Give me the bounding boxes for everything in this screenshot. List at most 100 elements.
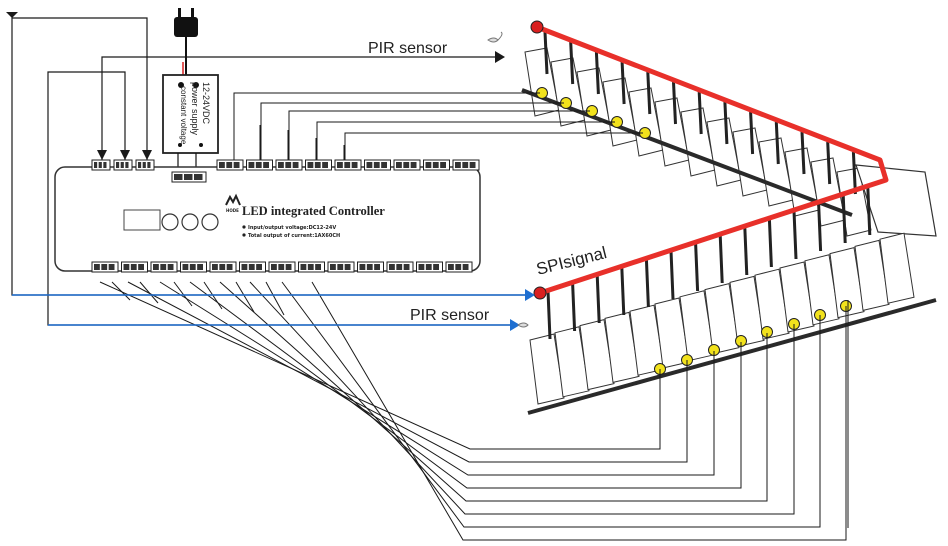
stair-step [804,254,840,326]
pir-arrow-bottom [510,319,520,331]
terminal-block [121,261,148,273]
baluster [800,131,806,175]
terminal-block [327,261,355,273]
rail-end-cap-top [530,20,544,34]
baluster [851,151,857,195]
spi-arrow [525,289,535,301]
baluster [669,250,675,300]
terminal-block [357,261,384,273]
stair-step [879,232,915,304]
terminal-block [298,261,325,273]
controller-body [54,166,481,272]
power-plug-icon [174,8,198,78]
baluster [595,274,601,324]
brand-logo-icon: HODE [225,193,241,213]
baluster [672,81,677,125]
power-supply-line-3: constant voltage [179,86,188,145]
terminal-block [386,261,414,273]
pir-sensor-label-top: PIR sensor [368,40,448,57]
pir-sensor-icon [487,31,503,43]
terminal-block [150,261,178,273]
upper-led-wire [233,92,540,160]
lower-stair-bottom-edge [527,298,937,415]
terminal-block [239,261,266,273]
lower-led-wire [249,281,795,515]
speed-button[interactable] [181,213,199,231]
baluster [817,202,823,252]
spec-current: Total output of current:1AX60CH [248,233,340,239]
terminal-arrow-1 [97,150,107,160]
controller-bottom-terminals [91,261,473,273]
upper-led-wire [344,132,643,160]
terminal-block [275,159,303,171]
power-supply-line-1: 12-24VDC [201,82,211,125]
lower-led-wire [189,281,742,489]
power-supply: 12-24VDC power supply constant voltage [162,74,219,154]
spec-voltage: Input/output voltage:DC12-24V [248,225,336,231]
baluster [774,121,780,165]
terminal-block [135,159,155,171]
lower-led-wire [173,281,193,307]
lower-led-wire [311,281,847,541]
svg-text:HODE: HODE [226,208,239,213]
mode-button[interactable] [161,213,179,231]
baluster [718,234,724,284]
lower-led-wire [127,281,688,463]
stair-step [704,282,740,355]
led-controller: HODE LED integrated Controller Input/out… [54,159,481,273]
terminal-block [393,159,421,171]
terminal-block [305,159,332,171]
baluster [571,282,577,332]
rail-end-cap-bottom [533,286,547,300]
power-supply-line-2: power supply [190,82,200,136]
terminal-block [91,261,119,273]
terminal-arrow-3 [142,150,152,160]
handrail-led-strip [536,24,889,296]
baluster [792,210,798,260]
baluster [743,226,749,276]
upper-led-wire [260,102,564,160]
lower-stair-steps [529,232,915,405]
pir-sensor-label-bottom: PIR sensor [410,307,490,324]
stair-step [604,311,640,384]
terminal-block [171,171,207,183]
baluster [826,141,832,185]
terminal-block [268,261,296,273]
pir-sensor-icon [517,322,529,328]
terminal-block [180,261,207,273]
baluster [594,51,600,95]
handrail-balusters [543,31,872,340]
bright-button[interactable] [201,213,219,231]
controller-display [123,209,161,231]
upper-led-wire [288,110,590,160]
lower-led-wire [219,281,768,502]
baluster [546,290,552,340]
step-led-lights [536,87,852,375]
terminal-block [452,159,480,171]
stair-step [854,239,890,312]
terminal-block [209,261,237,273]
baluster [646,71,652,115]
terminal-block [334,159,362,171]
lower-led-wire [99,281,661,450]
controller-title: LED integrated Controller [242,204,385,218]
terminal-block [113,159,133,171]
terminal-block [91,159,111,171]
step-wires [99,281,849,541]
stair-step [829,246,865,319]
lower-led-wire [281,281,821,528]
baluster [723,101,729,145]
terminal-block [416,261,443,273]
upper-led-wire [316,121,615,160]
baluster [694,242,700,292]
baluster [866,186,872,236]
left-loop-arrow [6,12,18,18]
stair-step [729,275,765,348]
upper-staircase [521,47,937,237]
terminal-block [364,159,391,171]
terminal-block [216,159,244,171]
stair-step [779,261,815,333]
lower-led-wire [139,281,159,304]
stair-step [754,268,790,340]
baluster [767,218,773,268]
